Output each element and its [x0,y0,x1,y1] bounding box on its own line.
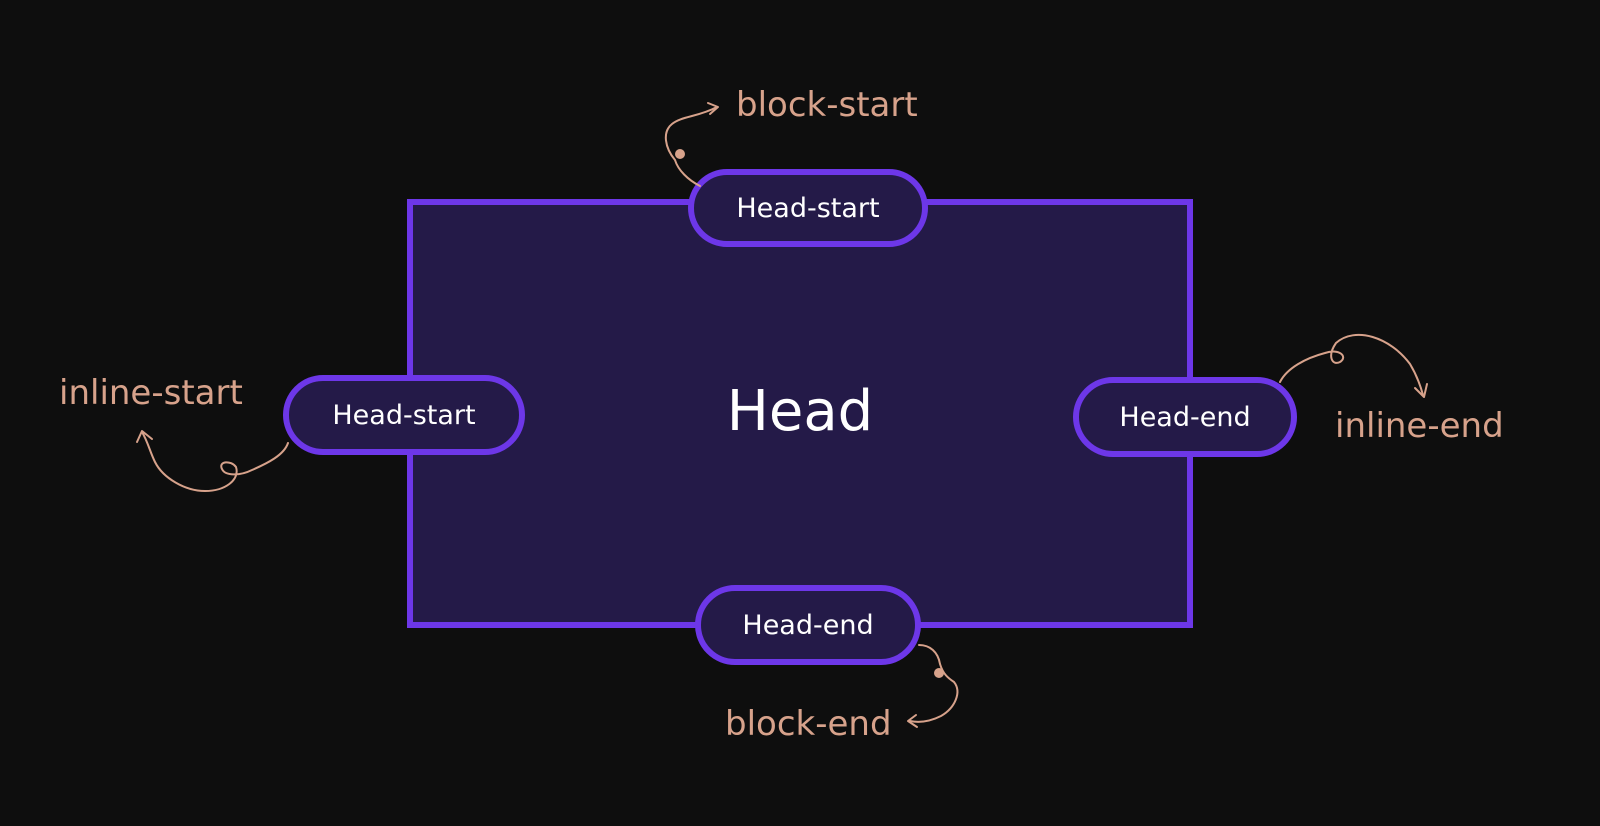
annotation-block-start: block-start [736,85,918,125]
pill-inline-start: Head-start [283,375,525,455]
arrowhead-block-start [707,102,719,115]
arrow-block-end [909,644,959,723]
annotation-inline-end: inline-end [1335,406,1504,446]
arrow-inline-end [1279,333,1424,396]
arrow-dot-block-end [934,668,944,678]
pill-inline-start-label: Head-start [332,399,476,431]
pill-inline-end: Head-end [1073,377,1297,457]
pill-block-start-label: Head-start [736,192,880,224]
arrow-inline-start [141,431,289,492]
pill-block-end: Head-end [695,585,921,665]
annotation-block-end: block-end [725,704,892,744]
arrow-dot-block-start [675,149,685,159]
head-label: Head [726,379,874,444]
arrowhead-block-end [907,714,918,728]
pill-inline-end-label: Head-end [1119,401,1251,433]
arrowhead-inline-start [136,430,153,443]
arrowhead-inline-end [1414,383,1428,398]
pill-block-end-label: Head-end [742,609,874,641]
pill-block-start: Head-start [688,169,928,247]
annotation-inline-start: inline-start [59,373,243,413]
